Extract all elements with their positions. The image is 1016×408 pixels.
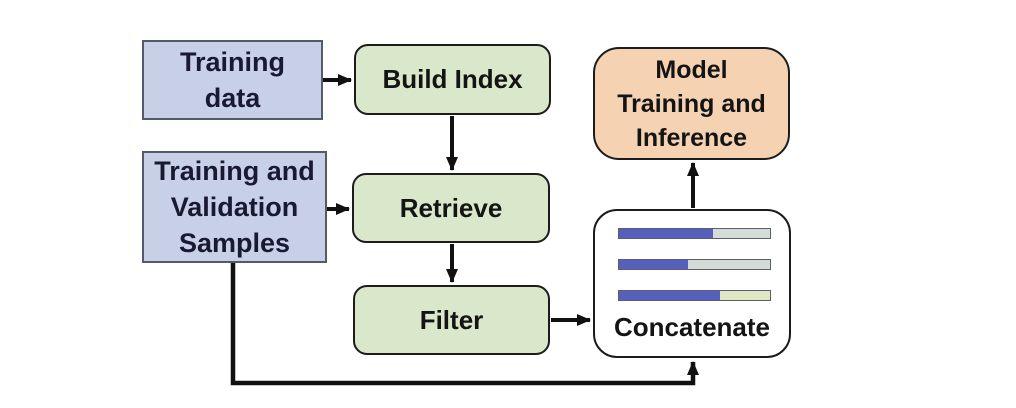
progress-bar-fill (619, 229, 713, 238)
arrow-samples-concatenate (230, 263, 699, 386)
node-concatenate: Concatenate (593, 209, 791, 358)
node-label: Samples (178, 228, 291, 258)
node-filter: Filter (353, 285, 550, 355)
node-label: data (204, 83, 261, 113)
progress-bar (618, 259, 771, 270)
node-label: Model (655, 55, 728, 84)
node-label: Concatenate (613, 312, 771, 342)
node-build-index: Build Index (354, 44, 551, 115)
node-label: Training and (617, 89, 766, 118)
node-label: Validation (170, 192, 299, 222)
node-label: Retrieve (399, 192, 503, 223)
progress-bar (618, 228, 771, 239)
node-label: Inference (635, 123, 748, 152)
node-retrieve: Retrieve (352, 173, 550, 243)
node-label: Build Index (382, 64, 523, 94)
progress-bar-fill (619, 291, 721, 300)
node-label: Filter (419, 304, 484, 335)
progress-bar (618, 290, 771, 301)
node-training-data: Training data (142, 40, 323, 120)
node-label: Training (179, 47, 285, 77)
node-training-validation-samples: Training and Validation Samples (142, 151, 327, 263)
node-model-training-inference: Model Training and Inference (593, 47, 790, 160)
node-label: Training and (154, 156, 315, 186)
concatenation-bars (618, 228, 771, 301)
progress-bar-fill (619, 260, 689, 269)
